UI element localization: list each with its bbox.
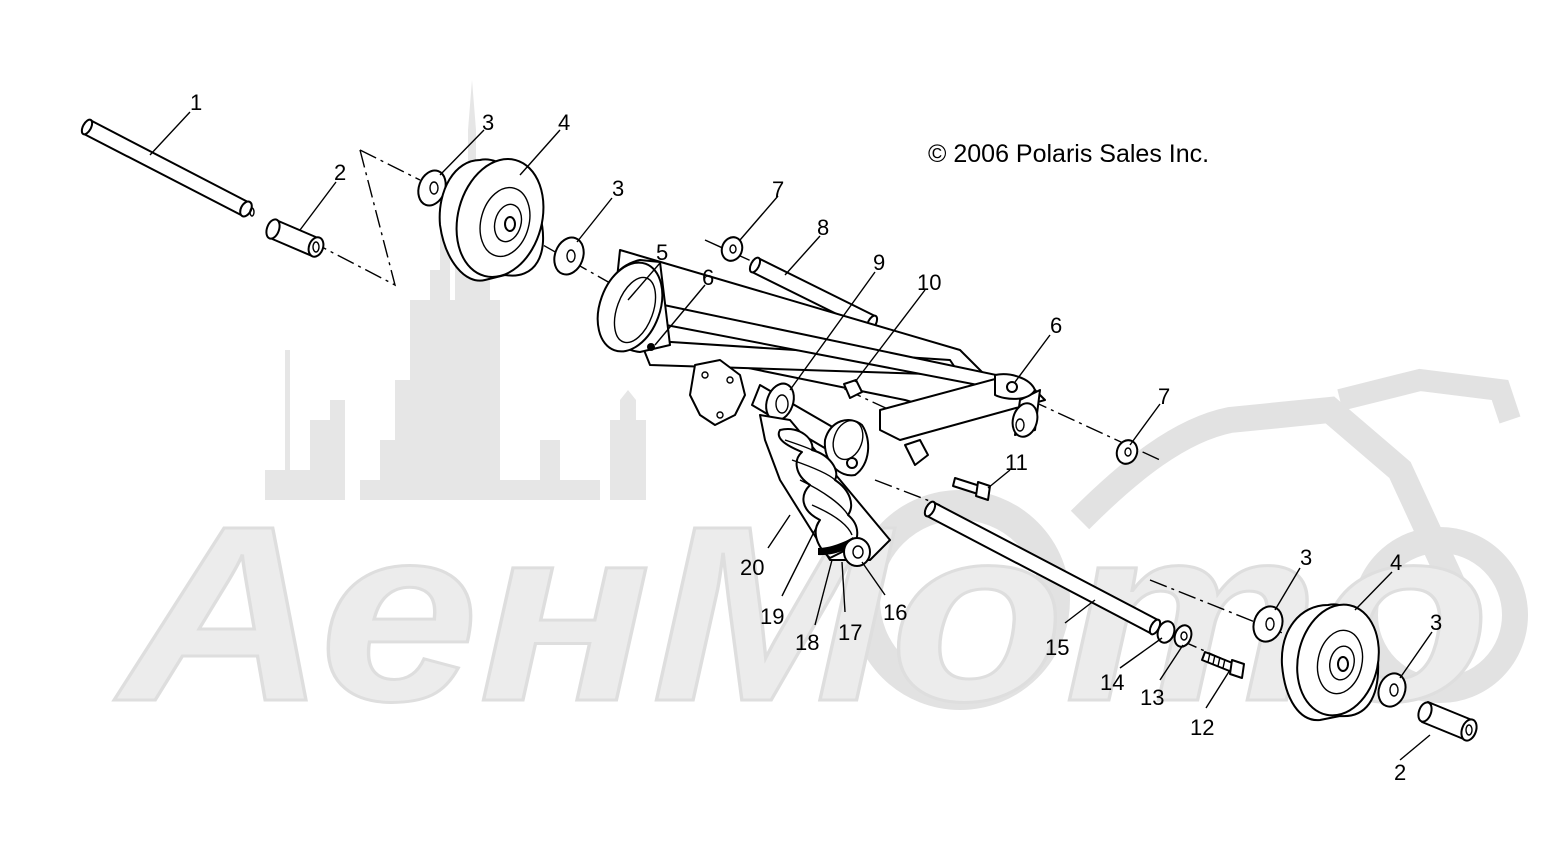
- part-16-shock-eye: [843, 537, 871, 567]
- callout-3: 3: [1300, 545, 1312, 570]
- part-3-washer-d: [1377, 672, 1407, 708]
- leader-lines: [149, 111, 1433, 761]
- callout-17: 17: [838, 620, 862, 645]
- callout-4: 4: [1390, 550, 1402, 575]
- callout-2: 2: [334, 160, 346, 185]
- part-3-washer-c: [1252, 605, 1284, 643]
- part-1-shaft: [80, 118, 255, 218]
- callout-2: 2: [1394, 760, 1406, 785]
- callout-6: 6: [702, 265, 714, 290]
- watermark-motorcycle: [850, 368, 1528, 710]
- part-4-wheel-right: [1280, 603, 1380, 722]
- part-4-wheel-left: [438, 158, 545, 282]
- callout-18: 18: [795, 630, 819, 655]
- callout-20: 20: [740, 555, 764, 580]
- callout-5: 5: [656, 240, 668, 265]
- callout-13: 13: [1140, 685, 1164, 710]
- part-7-washer-lower: [1115, 439, 1139, 465]
- callout-19: 19: [760, 604, 784, 629]
- callout-4: 4: [558, 110, 570, 135]
- callout-3: 3: [1430, 610, 1442, 635]
- callout-9: 9: [873, 250, 885, 275]
- callout-14: 14: [1100, 670, 1124, 695]
- callout-7: 7: [1158, 384, 1170, 409]
- callout-7: 7: [772, 177, 784, 202]
- part-2-spacer-right: [1417, 701, 1478, 742]
- callout-1: 1: [190, 90, 202, 115]
- copyright-notice: © 2006 Polaris Sales Inc.: [928, 140, 1209, 168]
- callout-3: 3: [482, 110, 494, 135]
- callout-12: 12: [1190, 715, 1214, 740]
- callout-labels: 1 2 3 4 3 5 6 7 8 9 10 6 7 11 20 19 18 1…: [190, 90, 1442, 785]
- callout-6: 6: [1050, 313, 1062, 338]
- part-2-spacer-left: [265, 218, 325, 258]
- callout-10: 10: [917, 270, 941, 295]
- part-15-shaft: [923, 500, 1162, 636]
- callout-11: 11: [1005, 450, 1028, 475]
- callout-3: 3: [612, 176, 624, 201]
- part-12-bolt: [1201, 651, 1245, 679]
- callout-15: 15: [1045, 635, 1069, 660]
- callout-16: 16: [883, 600, 907, 625]
- part-3-washer-b: [553, 236, 585, 276]
- part-7-washer-upper: [720, 236, 744, 262]
- part-11-bolt: [952, 477, 991, 501]
- callout-8: 8: [817, 215, 829, 240]
- part-13-washer: [1173, 624, 1193, 648]
- part-14-washer: [1156, 620, 1176, 644]
- part-5-rear-arm: [596, 249, 1046, 477]
- watermark-skyline: [265, 80, 646, 500]
